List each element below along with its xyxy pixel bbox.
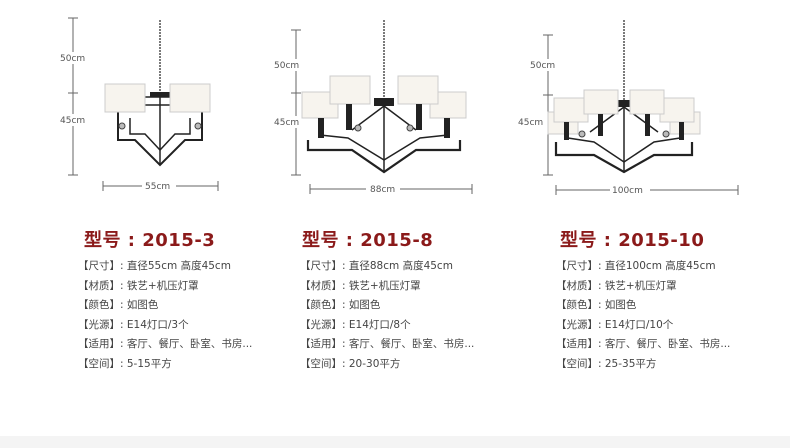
spec-list: 【尺寸】: 直径55cm 高度45cm 【材质】: 铁艺+机压灯罩 【颜色】: … (78, 257, 252, 375)
spec-material: 【材质】: 铁艺+机压灯罩 (300, 279, 421, 292)
model-title: 型号 : 2015-3 (84, 230, 216, 251)
spec-usage: 【适用】: 客厅、餐厅、卧室、书房... (300, 338, 475, 351)
spec-size: 【尺寸】: 直径55cm 高度45cm (78, 260, 231, 272)
product-2015-8: 50cm 45cm 88cm 型号 : 2 (262, 0, 522, 436)
model-title: 型号 : 2015-10 (560, 230, 705, 251)
height-chain-label: 50cm (274, 61, 299, 71)
spec-color: 【颜色】: 如图色 (556, 299, 637, 312)
spec-light-source: 【光源】: E14灯口/3个 (78, 318, 189, 331)
spec-list: 【尺寸】: 直径100cm 高度45cm 【材质】: 铁艺+机压灯罩 【颜色】:… (556, 257, 730, 375)
spec-color: 【颜色】: 如图色 (78, 299, 159, 312)
height-body-label: 45cm (274, 118, 299, 128)
width-label: 100cm (612, 186, 643, 196)
product-2015-10: 50cm 45cm 100cm (518, 0, 778, 436)
width-label: 88cm (370, 185, 395, 195)
spec-size: 【尺寸】: 直径100cm 高度45cm (556, 260, 716, 272)
chandelier-2015-10-image: 50cm 45cm 100cm (518, 20, 739, 196)
spec-list: 【尺寸】: 直径88cm 高度45cm 【材质】: 铁艺+机压灯罩 【颜色】: … (300, 257, 474, 375)
height-chain-label: 50cm (60, 54, 85, 64)
spec-size: 【尺寸】: 直径88cm 高度45cm (300, 260, 453, 272)
spec-usage: 【适用】: 客厅、餐厅、卧室、书房... (78, 338, 253, 351)
product-2015-3: 50cm 45cm 55cm 型号 : 2015-3 【尺寸】: 直径55cm … (0, 0, 260, 436)
spec-area: 【空间】: 5-15平方 (78, 357, 172, 370)
spec-usage: 【适用】: 客厅、餐厅、卧室、书房... (556, 338, 731, 351)
height-chain-label: 50cm (530, 61, 555, 71)
chandelier-2015-3-image: 50cm 45cm 55cm (58, 17, 219, 192)
spec-area: 【空间】: 25-35平方 (556, 357, 657, 370)
product-spec-panel: 50cm 45cm 55cm 型号 : 2015-3 【尺寸】: 直径55cm … (0, 0, 790, 436)
chandelier-3-light (104, 20, 211, 167)
spec-color: 【颜色】: 如图色 (300, 299, 381, 312)
height-body-label: 45cm (60, 116, 85, 126)
chandelier-8-light (301, 20, 467, 174)
spec-material: 【材质】: 铁艺+机压灯罩 (78, 279, 199, 292)
spec-area: 【空间】: 20-30平方 (300, 357, 401, 370)
chandelier-2015-8-image: 50cm 45cm 88cm (272, 20, 473, 195)
height-body-label: 45cm (518, 118, 543, 128)
spec-light-source: 【光源】: E14灯口/10个 (556, 318, 674, 331)
width-label: 55cm (145, 182, 170, 192)
model-title: 型号 : 2015-8 (302, 230, 434, 251)
spec-material: 【材质】: 铁艺+机压灯罩 (556, 279, 677, 292)
spec-light-source: 【光源】: E14灯口/8个 (300, 318, 411, 331)
chandelier-10-light (547, 20, 701, 174)
